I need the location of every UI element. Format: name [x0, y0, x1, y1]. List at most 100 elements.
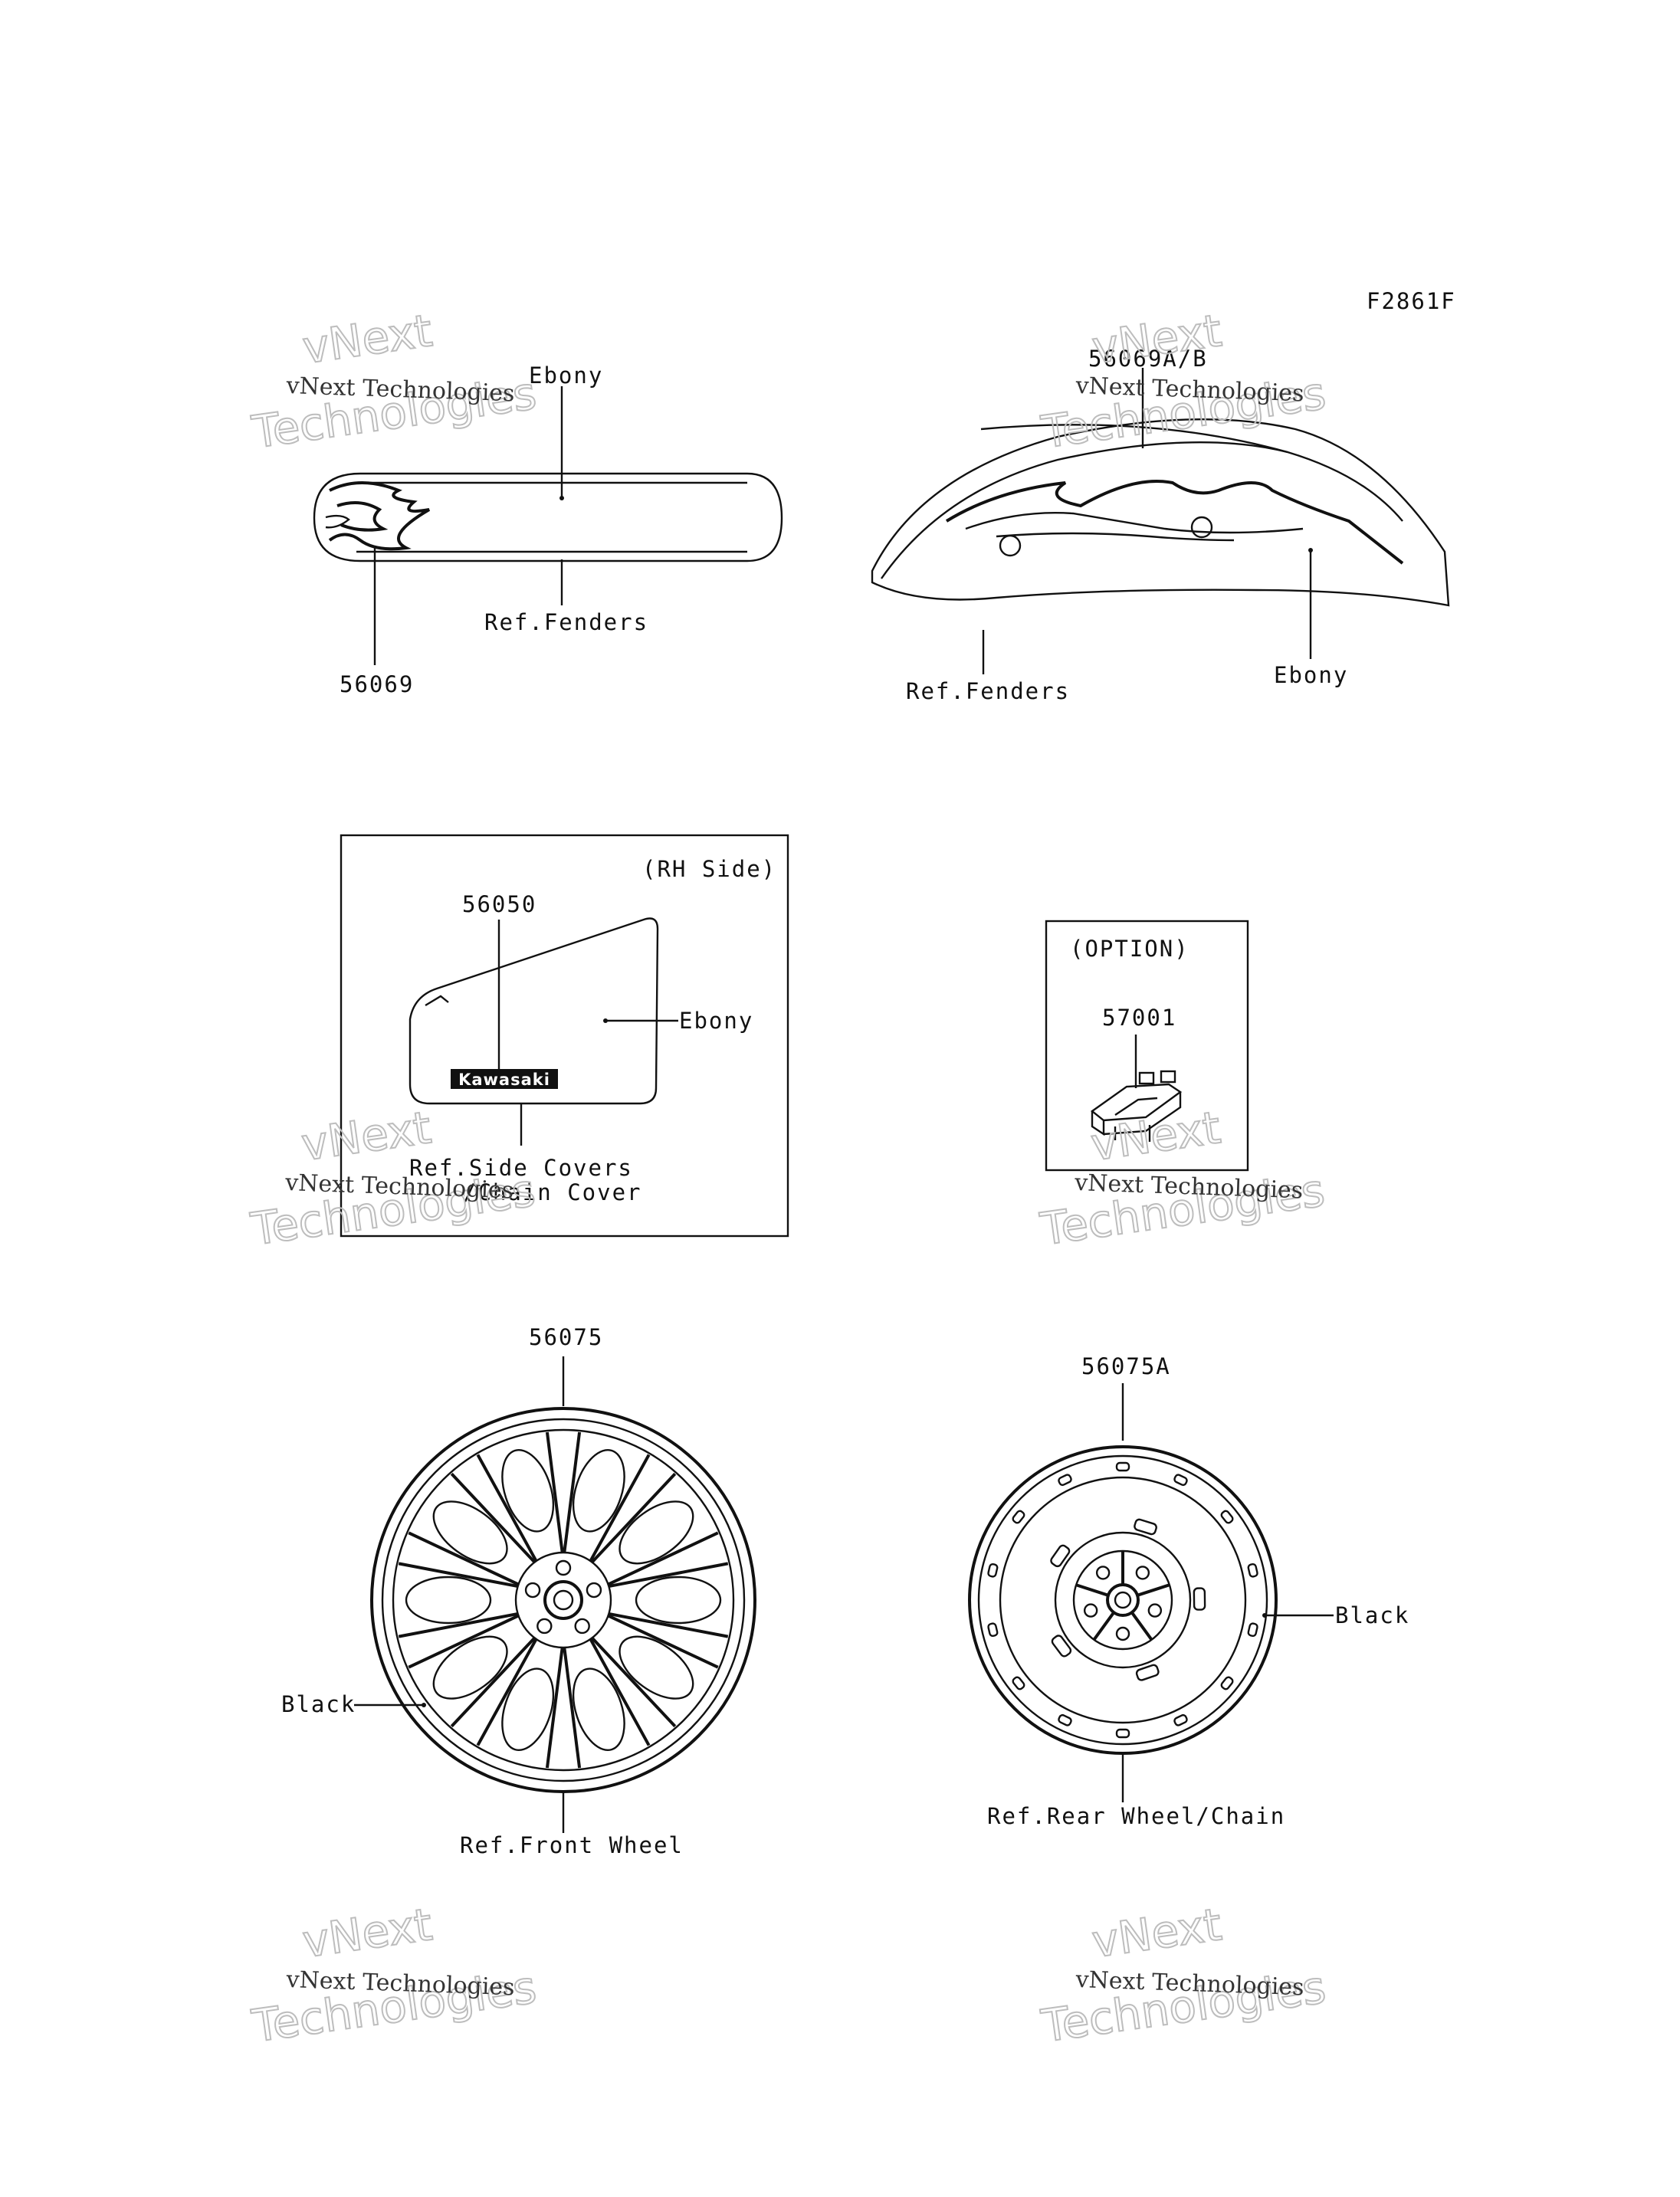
front-fender-part-number: 56069 [340, 671, 414, 697]
front-wheel-spoke [608, 1562, 729, 1589]
front-wheel-spoke-window [572, 1667, 625, 1751]
watermark-top-right: vNext Technologies vNext Technologies [1037, 303, 1329, 459]
rear-wheel-hub-tab [1193, 1587, 1206, 1611]
svg-text:vNext: vNext [300, 304, 435, 374]
front-wheel-spoke [408, 1531, 520, 1586]
rear-wheel-hub-spoke [1092, 1612, 1115, 1641]
figure-code: F2861F [1367, 288, 1456, 314]
front-wheel-spoke-window [635, 1576, 722, 1625]
rear-wheel-hub-tab [1051, 1635, 1072, 1658]
option-part-drawing [1091, 1070, 1183, 1142]
rear-wheel-bolt-hole [1115, 1626, 1130, 1641]
svg-text:vNext: vNext [1088, 1101, 1223, 1171]
watermark-bottom-right: vNext Technologies vNext Technologies [1037, 1897, 1329, 2053]
front-wheel-bolt-hole [524, 1582, 541, 1599]
front-fender-ref-label: Ref.Fenders [484, 609, 648, 635]
side-cover-box-label: (RH Side) [642, 856, 776, 882]
watermark-top-left: vNext Technologies vNext Technologies [248, 303, 540, 459]
front-wheel-spoke [591, 1637, 677, 1728]
front-wheel-hub-holes [524, 1559, 602, 1635]
front-fender-flame-graphic [325, 481, 431, 551]
rear-wheel-rim-mark [1220, 1510, 1234, 1524]
rear-wheel-part-number: 56075A [1081, 1353, 1171, 1379]
svg-text:vNext: vNext [300, 1898, 435, 1968]
rear-wheel-bolt-hole [1095, 1566, 1111, 1580]
rear-wheel-rim-mark [1247, 1562, 1258, 1578]
front-wheel-spoke [545, 1647, 564, 1769]
side-cover-box [340, 834, 789, 1238]
front-wheel-spoke [589, 1638, 651, 1746]
option-box [1045, 920, 1249, 1172]
rear-wheel-bolt-hole [1147, 1603, 1163, 1618]
front-wheel-spoke [476, 1454, 538, 1562]
watermark-mid-right: vNext Technologies vNext Technologies [1036, 1100, 1328, 1256]
watermark-mid-left: vNext Technologies vNext Technologies [247, 1100, 539, 1256]
rear-wheel-bolt-hole [1083, 1603, 1098, 1618]
watermark-bottom-left: vNext Technologies vNext Technologies [248, 1897, 540, 2053]
front-wheel-spoke-window [405, 1576, 492, 1625]
kawasaki-badge [451, 1069, 558, 1089]
front-wheel-spoke [563, 1431, 582, 1553]
front-wheel-spoke-window [432, 1500, 508, 1565]
front-wheel-spoke-window [501, 1667, 555, 1751]
front-wheel-bolt-hole [555, 1559, 572, 1576]
rear-wheel-color-label: Black [1335, 1602, 1409, 1628]
rear-wheel-rim-mark [1058, 1474, 1072, 1487]
rear-fender-color-label: Ebony [1274, 662, 1348, 688]
front-wheel-spoke [398, 1562, 519, 1589]
front-wheel-spoke [563, 1647, 582, 1769]
rear-fender-flame-graphic [945, 480, 1404, 565]
rear-wheel-bolt-hole [1135, 1566, 1150, 1580]
front-wheel-spoke-window [619, 1635, 694, 1700]
side-cover-group: (RH Side) 56050 Kawasaki Ebony Ref.Side … [340, 834, 789, 1238]
front-wheel-ref-label: Ref.Front Wheel [460, 1832, 684, 1858]
front-wheel-hub [514, 1551, 612, 1649]
front-wheel-spoke-window [501, 1449, 555, 1533]
front-wheel-color-label: Black [281, 1691, 356, 1717]
front-wheel-spoke [591, 1472, 677, 1563]
front-wheel-spoke [398, 1612, 519, 1638]
side-cover-part-number: 56050 [462, 891, 536, 917]
kawasaki-badge-text: Kawasaki [458, 1071, 550, 1089]
rear-wheel-rim-mark [1012, 1676, 1025, 1690]
rear-wheel-rim-outer [968, 1445, 1278, 1755]
rear-wheel-rim-mark [1247, 1622, 1258, 1638]
rear-wheel-hub-spoke [1130, 1612, 1153, 1641]
rear-wheel-rim-mark [1115, 1461, 1130, 1472]
rear-wheel-rim-mark [1058, 1713, 1072, 1726]
rear-wheel-hub-spoke [1137, 1583, 1170, 1597]
front-fender-outline [313, 472, 783, 562]
option-part-number: 57001 [1102, 1005, 1176, 1031]
rear-fender-group: 56069A/B Ebony Ref.Fenders [871, 346, 1450, 704]
front-wheel-spoke [589, 1454, 651, 1562]
rear-fender-part-number: 56069A/B [1088, 346, 1208, 372]
front-wheel-bolt-hole [574, 1618, 590, 1635]
side-cover-ref-line2: /Chain Cover [463, 1179, 642, 1205]
side-cover-color-label: Ebony [679, 1008, 753, 1034]
front-wheel-bolt-hole [586, 1582, 602, 1599]
rear-wheel-rim-mark [1220, 1676, 1234, 1690]
front-wheel-spoke [408, 1614, 520, 1669]
rear-wheel-rim-mark [987, 1622, 999, 1638]
front-wheel-spoke [450, 1472, 536, 1563]
rear-fender-outline [871, 418, 1450, 607]
front-wheel-part-number: 56075 [529, 1324, 603, 1350]
front-wheel-spoke-window [432, 1635, 508, 1700]
front-wheel-spoke [608, 1612, 729, 1638]
front-wheel-rim-outer [370, 1407, 756, 1793]
rear-wheel-hub-tab [1135, 1664, 1160, 1681]
front-wheel-spoke [450, 1637, 536, 1728]
front-wheel-spoke-window [619, 1500, 694, 1565]
rear-wheel-hub [1054, 1531, 1192, 1669]
front-fender-group: Ebony Ref.Fenders 56069 [313, 362, 783, 697]
rear-fender-ref-label: Ref.Fenders [906, 678, 1070, 704]
front-fender-color-label: Ebony [529, 362, 603, 389]
side-cover-outline [409, 917, 659, 1105]
rear-wheel-group: 56075A Black Ref.Rear Wheel/Chain [968, 1353, 1409, 1829]
rear-wheel-hub-tab [1134, 1518, 1157, 1536]
front-wheel-spoke-window [572, 1449, 625, 1533]
rear-wheel-rim-mark [1173, 1713, 1188, 1726]
rear-wheel-ref-label: Ref.Rear Wheel/Chain [987, 1803, 1285, 1829]
front-wheel-spoke [607, 1531, 719, 1586]
